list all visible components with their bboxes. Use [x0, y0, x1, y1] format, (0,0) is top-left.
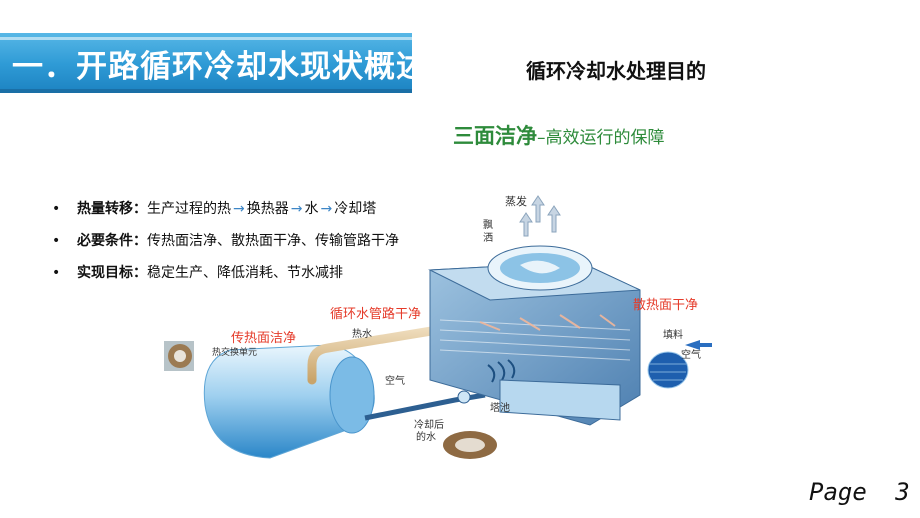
valve-icon — [457, 390, 471, 404]
label-pipe-clean: 循环水管路干净 — [330, 306, 421, 322]
label-cooled-water-1: 冷却后 — [414, 418, 444, 431]
fouled-tube-photo — [164, 341, 194, 371]
label-heat-exchange-unit: 热交换单元 — [212, 346, 257, 358]
title-bar-stripe — [0, 37, 412, 40]
bullet-goals: • 实现目标：稳定生产、降低消耗、节水减排 — [52, 257, 399, 289]
label-hot-water: 热水 — [352, 327, 372, 340]
label-air-left: 空气 — [385, 374, 405, 387]
label-drift-2: 洒 — [483, 231, 493, 244]
clean-subtitle: 三面洁净–高效运行的保障 — [453, 120, 665, 150]
bullet-requirements: • 必要条件：传热面洁净、散热面干净、传输管路干净 — [52, 225, 399, 257]
label-basin: 塔池 — [490, 401, 510, 414]
bullet-label: 热量转移： — [77, 201, 147, 217]
fill-media-circle — [647, 351, 689, 389]
cooling-tower-diagram: 蒸发 飘 洒 循环水管路干净 热水 散热面干净 填料 空气 传热面洁净 热交换单… — [164, 194, 712, 459]
bullet-text: 稳定生产、降低消耗、节水减排 — [147, 265, 343, 281]
bullet-part: 冷却塔 — [334, 201, 377, 217]
title-bar — [0, 33, 412, 93]
slide-title: 一．开路循环冷却水现状概述 — [12, 49, 428, 85]
label-dissipation-clean: 散热面干净 — [633, 298, 698, 313]
page-value: 3 — [895, 478, 910, 506]
evaporation-arrows — [519, 195, 561, 237]
label-transfer-clean: 传热面洁净 — [231, 331, 296, 346]
bullet-label: 实现目标： — [77, 265, 147, 281]
bullet-text: 传热面洁净、散热面干净、传输管路干净 — [147, 233, 399, 249]
heat-exchanger-tank — [203, 344, 375, 459]
purpose-title: 循环冷却水处理目的 — [526, 59, 706, 83]
label-evaporation: 蒸发 — [505, 194, 527, 208]
bullet-part: 生产过程的热 — [147, 201, 231, 217]
clean-subtitle-rest: –高效运行的保障 — [537, 128, 665, 148]
bullet-label: 必要条件： — [77, 233, 147, 249]
clean-subtitle-strong: 三面洁净 — [453, 124, 537, 148]
bullet-dot: • — [52, 201, 61, 217]
right-arrow-icon: → — [233, 201, 245, 217]
right-arrow-icon: → — [290, 201, 303, 217]
label-air-right: 空气 — [681, 348, 701, 361]
bullet-dot: • — [52, 265, 61, 281]
bullet-heat-transfer: • 热量转移：生产过程的热→换热器→水→冷却塔 — [52, 193, 399, 225]
right-arrow-icon: → — [320, 201, 333, 217]
hot-water-pipe — [307, 318, 485, 385]
label-fill: 填料 — [663, 328, 683, 341]
bullet-list: • 热量转移：生产过程的热→换热器→水→冷却塔 • 必要条件：传热面洁净、散热面… — [52, 193, 399, 289]
bullet-part: 水 — [304, 201, 319, 217]
air-inlet-arrow-icon — [685, 340, 712, 350]
bullet-part: 换热器 — [246, 201, 289, 217]
label-drift: 飘 — [483, 219, 493, 231]
fouled-pipe-photo — [443, 431, 497, 459]
page-label: Page — [809, 478, 867, 506]
bullet-dot: • — [52, 233, 61, 249]
cooling-tower — [428, 245, 641, 426]
cooled-water-pipe — [364, 390, 486, 421]
page-number: Page 3 — [809, 478, 910, 506]
label-cooled-water-2: 的水 — [416, 430, 436, 443]
